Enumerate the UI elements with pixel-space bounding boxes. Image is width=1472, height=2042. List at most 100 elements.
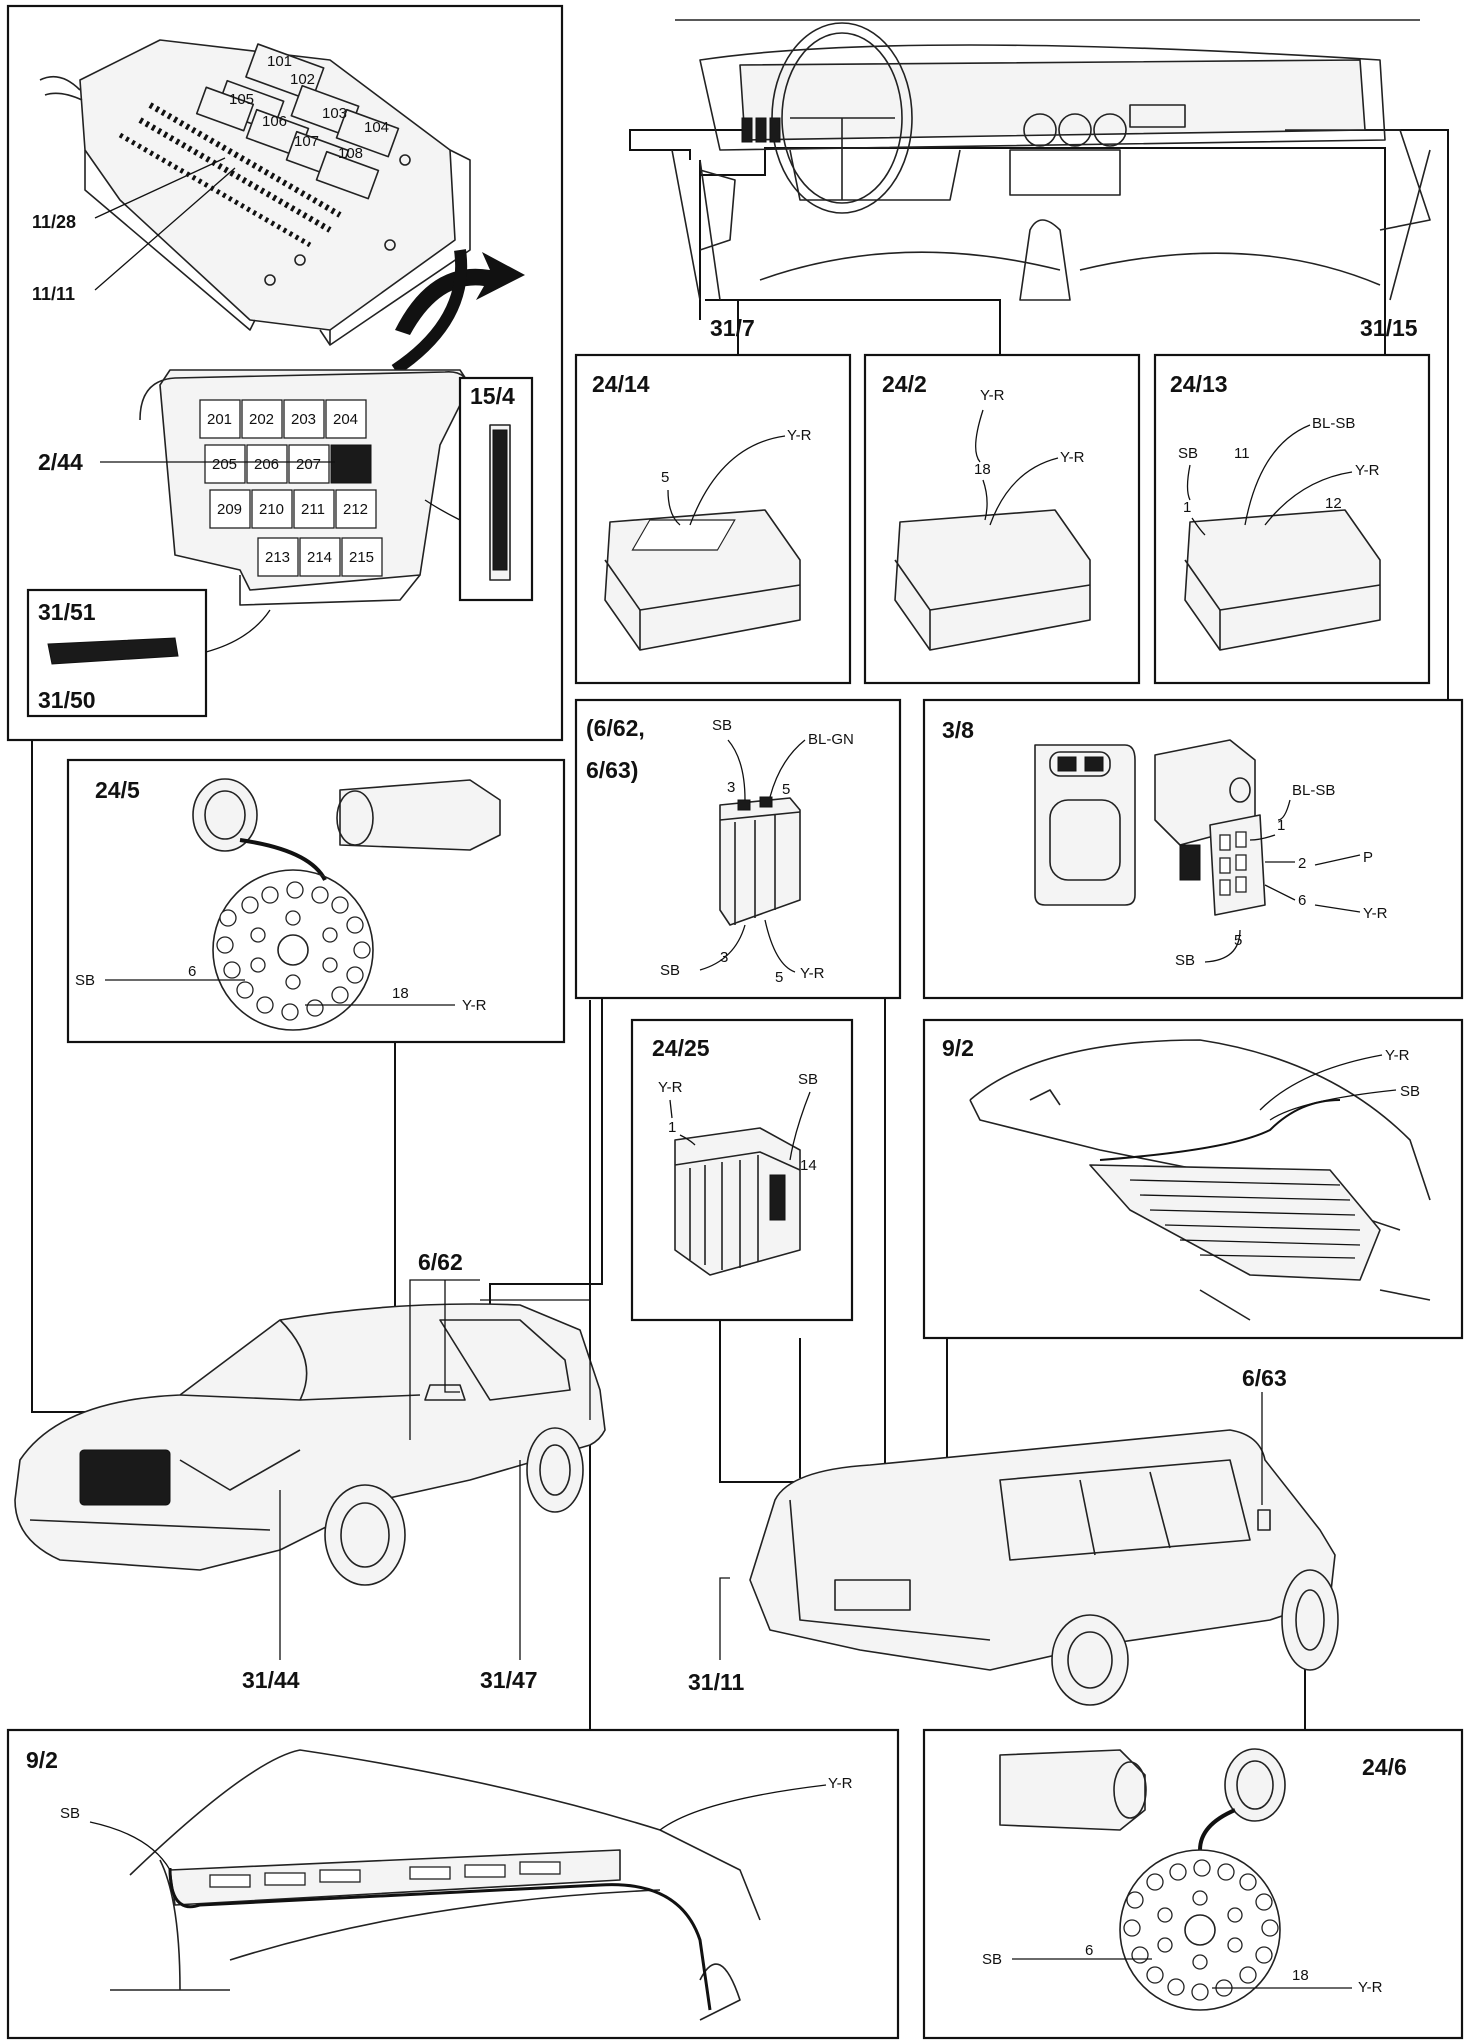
wire-24-13-sb: SB	[1178, 445, 1198, 462]
box-24-25-title: 24/25	[652, 1035, 710, 1061]
callout-11-11: 11/11	[32, 284, 75, 304]
pin-3-8-2: 2	[1298, 855, 1306, 872]
tailgate-drawing	[969, 1039, 1431, 1321]
strip-connector-31-51	[47, 637, 179, 665]
box-24-13-title: 24/13	[1170, 371, 1228, 397]
wire-24-13-yr: Y-R	[1355, 462, 1380, 479]
pin-3-8-6: 6	[1298, 892, 1306, 909]
arrow-shaft	[391, 249, 468, 375]
wire-24-2-yr: Y-R	[1060, 449, 1085, 466]
relay-103: 103	[322, 105, 347, 122]
wire-24-25-sb: SB	[798, 1071, 818, 1088]
wire-9-2b-sb: SB	[60, 1805, 80, 1822]
fusebox-drawing	[39, 39, 471, 346]
callout-6-63: 6/63	[1242, 1365, 1287, 1391]
fuse-label-205: 205	[212, 456, 237, 473]
box-9-2-b-title: 9/2	[26, 1747, 58, 1773]
connector-24-13	[1184, 509, 1381, 651]
wire-6-62-yr: Y-R	[800, 965, 825, 982]
box-3-8-title: 3/8	[942, 717, 974, 743]
wire-24-2-yr-top: Y-R	[980, 387, 1005, 404]
pin-24-5-18: 18	[392, 985, 409, 1002]
pin-24-2-18: 18	[974, 461, 991, 478]
fuse-label-212: 212	[343, 501, 368, 518]
fuse-209	[209, 489, 251, 529]
box-6-62-title-1: (6/62,	[586, 715, 645, 741]
wire-24-5-yr: Y-R	[462, 997, 487, 1014]
arrow-icon	[395, 252, 525, 335]
box-9-2-a-title: 9/2	[942, 1035, 974, 1061]
wagon-drawing	[749, 1429, 1339, 1706]
wire-6-62-sb-top: SB	[712, 717, 732, 734]
wire-9-2b-yr: Y-R	[828, 1775, 853, 1792]
fuse-207	[288, 444, 330, 484]
pin-24-6-18: 18	[1292, 1967, 1309, 1984]
relay-108: 108	[338, 145, 363, 162]
wire-6-62-bl-gn: BL-GN	[808, 731, 854, 748]
fuse-206	[246, 444, 288, 484]
connector-6-62	[719, 796, 801, 926]
fuse-label-202: 202	[249, 411, 274, 428]
callout-2-44: 2/44	[38, 449, 83, 475]
fuse-label-204: 204	[333, 411, 358, 428]
callout-31-51: 31/51	[38, 599, 96, 625]
callout-31-7: 31/7	[710, 315, 755, 341]
wire-6-62-sb-bottom: SB	[660, 962, 680, 979]
pin-24-13-1: 1	[1183, 499, 1191, 516]
pins-24-6	[1123, 1859, 1279, 2001]
fuse-label-211: 211	[301, 501, 325, 518]
box-24-2-title: 24/2	[882, 371, 927, 397]
relay-107: 107	[294, 133, 319, 150]
fuse-212	[335, 489, 377, 529]
callout-15-4: 15/4	[470, 383, 515, 409]
fuse-201	[199, 399, 241, 439]
fuse-210	[251, 489, 293, 529]
pin-24-14-5: 5	[661, 469, 669, 486]
fuse-215	[341, 537, 383, 577]
fuse-label-213: 213	[265, 549, 290, 566]
pin-24-13-11: 11	[1234, 445, 1250, 462]
callout-11-28: 11/28	[32, 212, 76, 232]
pin-3-8-1: 1	[1277, 817, 1285, 834]
roof-drawing	[110, 1749, 761, 2021]
callout-31-15: 31/15	[1360, 315, 1418, 341]
fuse-205	[204, 444, 246, 484]
pin-24-13-12: 12	[1325, 495, 1342, 512]
fuse-203	[283, 399, 325, 439]
connector-24-25	[674, 1127, 801, 1276]
sedan-drawing	[14, 1303, 606, 1586]
wire-9-2a-yr: Y-R	[1385, 1047, 1410, 1064]
fuse-label-210: 210	[259, 501, 284, 518]
relay-labels: 101 102 105 103 104 106 107 108	[229, 53, 389, 162]
wire-9-2a-sb: SB	[1400, 1083, 1420, 1100]
wire-3-8-sb: SB	[1175, 952, 1195, 969]
round-connector-24-6	[999, 1748, 1286, 2011]
callout-6-62: 6/62	[418, 1249, 463, 1275]
pin-6-62-5-bottom: 5	[775, 969, 783, 986]
fuse-204	[325, 399, 367, 439]
fuse-row	[118, 102, 342, 248]
wire-3-8-bl-sb: BL-SB	[1292, 782, 1335, 799]
wire-24-13-bl-sb: BL-SB	[1312, 415, 1355, 432]
fuse-label-206: 206	[254, 456, 279, 473]
fuse-211	[293, 489, 335, 529]
fuse-label-215: 215	[349, 549, 374, 566]
wire-24-6-yr: Y-R	[1358, 1979, 1383, 1996]
dashboard-drawing	[671, 19, 1431, 301]
fuse-214	[299, 537, 341, 577]
pin-6-62-3-top: 3	[727, 779, 735, 796]
fuse-213	[257, 537, 299, 577]
wire-3-8-p: P	[1363, 849, 1373, 866]
fuse-label-203: 203	[291, 411, 316, 428]
relay-105: 105	[229, 91, 254, 108]
box-24-6-title: 24/6	[1362, 1754, 1407, 1780]
strip-connector-pins	[492, 429, 508, 571]
fuse-label-214: 214	[307, 549, 332, 566]
fuse-202	[241, 399, 283, 439]
relay-102: 102	[290, 71, 315, 88]
fuse-label-207: 207	[296, 456, 321, 473]
box-24-14-title: 24/14	[592, 371, 650, 397]
pin-6-62-5-top: 5	[782, 781, 790, 798]
pin-24-25-14: 14	[800, 1157, 817, 1174]
